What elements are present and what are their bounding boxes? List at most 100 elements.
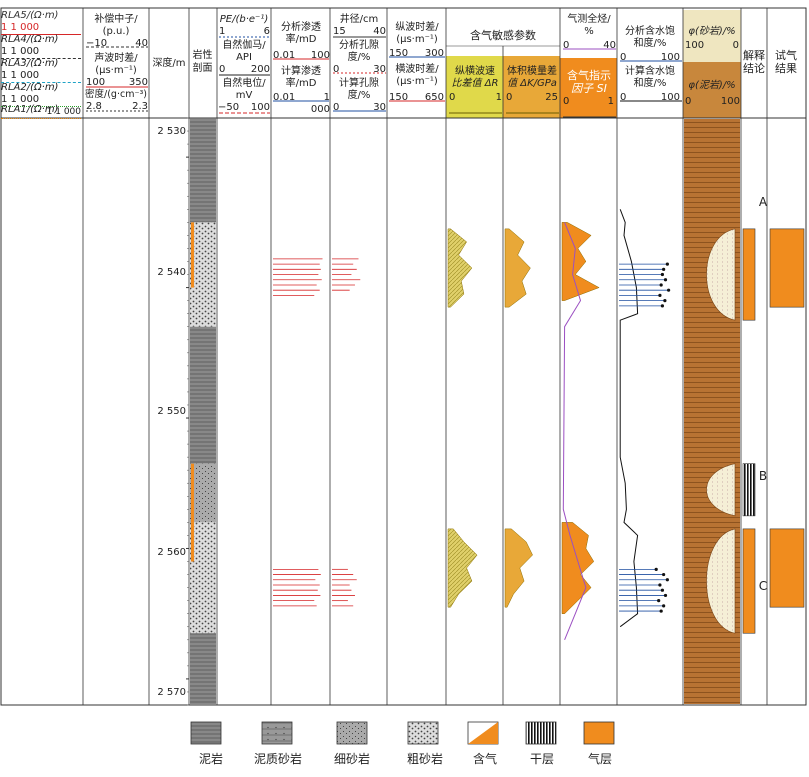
- perm-core-left: 0.01: [273, 50, 296, 61]
- rla3-label: RLA3/(Ω·m): [1, 58, 59, 69]
- por-core-right: 30: [373, 64, 386, 75]
- si-label: 含气指示: [567, 69, 611, 82]
- interp-label-1: 解释: [743, 49, 765, 62]
- sw-core-point-6: [658, 293, 662, 298]
- sw-core-point-7: [663, 299, 667, 303]
- pe-right: 6: [263, 26, 270, 37]
- lith-interval-4: [190, 522, 216, 634]
- delta-k-area-0: [504, 228, 531, 308]
- mud-vol-right: 100: [720, 96, 740, 107]
- sw-calc-curve: [619, 209, 639, 628]
- ac-right: 350: [128, 77, 148, 88]
- perm-calc-label2: 率/mD: [285, 78, 317, 89]
- sw-core-point-2: [660, 272, 665, 277]
- sw-core-point-3: [663, 278, 668, 282]
- sw-calc-left: 0: [620, 92, 627, 103]
- sand-vol-header-bg: [683, 10, 741, 62]
- sand-vol-label: φ(砂岩)/%: [688, 26, 736, 37]
- legend-swatch-gas: [583, 721, 615, 745]
- legend-label-gas: 气层: [587, 752, 612, 766]
- depth-tick-2550: 2 550: [157, 406, 186, 417]
- depth-label: 深度/m: [152, 58, 186, 69]
- lith-interval-2: [190, 326, 216, 464]
- legend-label-gasbearing: 含气: [472, 752, 497, 766]
- sw-core-label2: 和度/%: [633, 38, 667, 49]
- perm-core-label2: 率/mD: [285, 34, 317, 45]
- si-left: 0: [563, 96, 570, 107]
- interp-bar-1: [742, 463, 756, 517]
- zone-label-a: A: [758, 195, 768, 209]
- rla1-range: 1 1 000: [1, 106, 81, 119]
- rla2-label: RLA2/(Ω·m): [1, 82, 59, 93]
- delta-r-area-0: [447, 228, 473, 308]
- sp-right: 100: [250, 102, 270, 113]
- legend-swatch-coarsesand: [407, 721, 439, 745]
- depth-tick-2560: 2 560: [157, 547, 186, 558]
- ac-left: 100: [86, 77, 106, 88]
- gr-unit: API: [236, 52, 252, 63]
- interp-bar-2: [742, 528, 756, 634]
- legend-label-dry: 干层: [529, 752, 554, 766]
- sp-unit: mV: [235, 90, 253, 101]
- sw-core-left: 0: [620, 52, 627, 63]
- delta-r-label2: 比差值 ΔR: [451, 78, 499, 89]
- gas-param-title: 含气敏感参数: [470, 29, 536, 42]
- sw-core-point-4: [659, 283, 663, 287]
- rla4-range: 1 1 000: [1, 46, 81, 59]
- cnl-left: −10: [86, 38, 108, 49]
- legend-label-finesand: 细砂岩: [333, 752, 370, 766]
- si-area-1: [561, 522, 595, 614]
- lith-label-1: 岩性: [192, 50, 213, 61]
- interp-bar-0: [742, 228, 756, 321]
- tg-unit: %: [584, 26, 594, 37]
- delta-r-right: 1: [495, 92, 502, 103]
- sw-core-point-17: [659, 609, 663, 613]
- por-core-left: 0: [333, 64, 340, 75]
- test-label-1: 试气: [775, 49, 797, 62]
- perm-calc-left: 0.01: [273, 92, 296, 103]
- lith-interval-5: [190, 633, 216, 705]
- cal-right: 40: [373, 26, 386, 37]
- sw-core-point-8: [660, 304, 665, 308]
- sp-label: 自然电位/: [222, 78, 266, 89]
- gas-mark-1: [191, 463, 194, 523]
- test-bar-2: [769, 528, 805, 608]
- pe-left: 1: [219, 26, 226, 37]
- tg-left: 0: [563, 40, 570, 51]
- delta-r-label: 纵横波速: [455, 66, 495, 77]
- p-wave-unit: (μs·m⁻¹): [396, 34, 438, 45]
- cnl-label: 补偿中子/: [94, 14, 138, 25]
- depth-tick-2530: 2 530: [157, 126, 186, 137]
- cnl-unit: (p.u.): [102, 26, 130, 37]
- sw-core-point-9: [654, 567, 658, 571]
- por-calc-label: 计算孔隙: [339, 78, 379, 89]
- zone-label-c: C: [758, 579, 768, 593]
- perm-calc-right: 1 000: [310, 92, 330, 115]
- sw-calc-right: 100: [660, 92, 680, 103]
- mud-vol-left: 0: [685, 96, 692, 107]
- delta-k-label2: 值 ΔK/GPa: [507, 78, 557, 89]
- por-core-label: 分析孔隙: [339, 40, 379, 51]
- sw-core-label: 分析含水饱: [625, 26, 675, 37]
- ac-unit: (μs·m⁻¹): [95, 65, 137, 76]
- gas-mark-2: [191, 522, 194, 562]
- legend-swatch-gas-fill: [468, 722, 498, 744]
- gr-label: 自然伽马/: [222, 40, 266, 51]
- delta-k-area-1: [504, 528, 533, 608]
- legend-label-argillaceous: 泥质砂岩: [253, 752, 302, 766]
- por-core-label2: 度/%: [347, 52, 371, 63]
- perm-core-right: 100: [310, 50, 330, 61]
- sw-core-point-12: [658, 583, 662, 587]
- cnl-right: 40: [135, 38, 148, 49]
- lith-interval-1: [190, 222, 216, 327]
- sand-vol-fill-0: [706, 228, 736, 321]
- sw-core-point-0: [665, 262, 669, 266]
- sw-core-point-16: [662, 604, 666, 608]
- lith-label-2: 剖面: [192, 63, 213, 74]
- rla3-range: 1 1 000: [1, 70, 81, 83]
- interp-label-2: 结论: [743, 62, 765, 75]
- legend-label-mudstone: 泥岩: [198, 752, 223, 766]
- tg-label: 气测全烃/: [567, 14, 611, 25]
